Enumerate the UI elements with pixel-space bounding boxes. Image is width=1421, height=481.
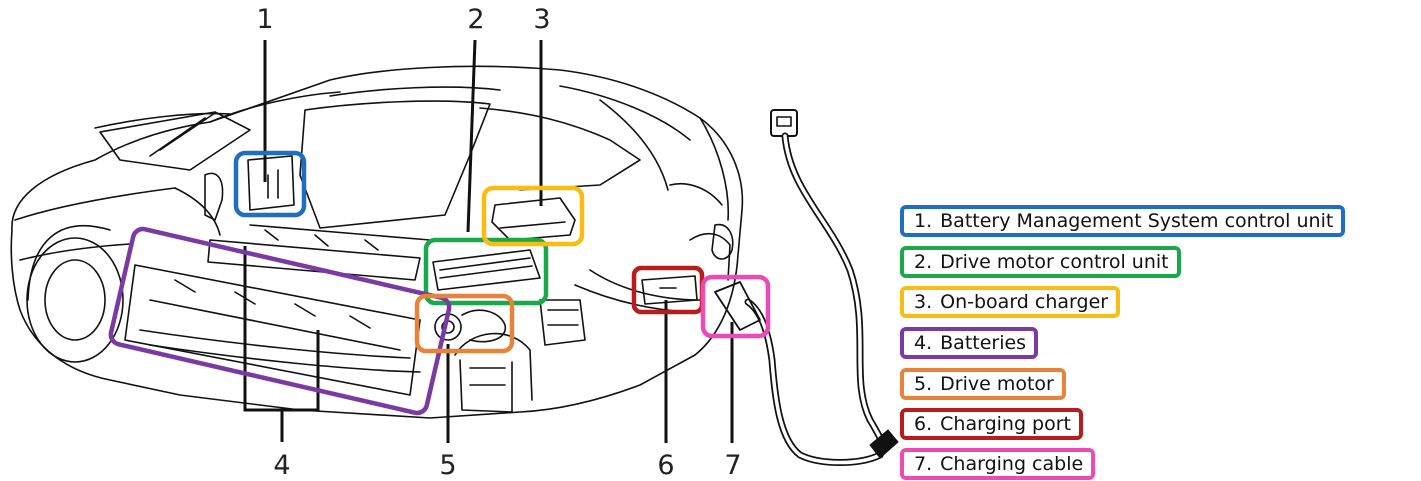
legend-num: 5. (914, 373, 933, 395)
callout-numbers: 1 2 3 4 5 6 7 (256, 4, 741, 481)
callout-7: 7 (724, 450, 741, 481)
legend-num: 4. (914, 332, 933, 354)
frame-bms (233, 150, 307, 218)
legend-label: On-board charger (940, 291, 1109, 313)
legend-item-drive-motor-control: 2. Drive motor control unit (900, 246, 1181, 278)
callout-2: 2 (467, 4, 484, 35)
callout-6: 6 (657, 450, 674, 481)
legend-num: 3. (914, 291, 933, 313)
frame-charging-cable (700, 274, 771, 339)
legend-item-drive-motor: 5. Drive motor (900, 368, 1066, 400)
callout-3: 3 (533, 4, 550, 35)
legend-label: Charging cable (940, 453, 1084, 475)
car-drawing (10, 65, 744, 419)
highlight-frames (108, 150, 771, 416)
legend-num: 2. (914, 251, 933, 273)
legend-num: 1. (914, 210, 933, 232)
frame-charging-port (631, 265, 705, 315)
wall-socket-icon (770, 109, 798, 137)
callout-1: 1 (256, 4, 273, 35)
legend-item-batteries: 4. Batteries (900, 327, 1039, 359)
legend-num: 7. (914, 453, 933, 475)
legend-item-charging-cable: 7. Charging cable (900, 448, 1096, 480)
legend-item-bms: 1. Battery Management System control unit (900, 205, 1346, 237)
callout-4: 4 (273, 450, 290, 481)
legend-label: Drive motor control unit (940, 251, 1169, 273)
leader-lines (243, 39, 734, 443)
charging-cable-drawing (714, 109, 899, 466)
legend-item-onboard-charger: 3. On-board charger (900, 286, 1121, 318)
legend-label: Charging port (940, 413, 1071, 435)
legend-item-charging-port: 6. Charging port (900, 408, 1083, 440)
legend-label: Drive motor (940, 373, 1054, 395)
legend-label: Battery Management System control unit (940, 210, 1334, 232)
frame-drive-motor (414, 293, 515, 354)
frame-batteries (108, 226, 452, 416)
legend-num: 6. (914, 413, 933, 435)
legend-label: Batteries (940, 332, 1027, 354)
frame-onboard-charger (481, 185, 585, 247)
callout-5: 5 (439, 450, 456, 481)
